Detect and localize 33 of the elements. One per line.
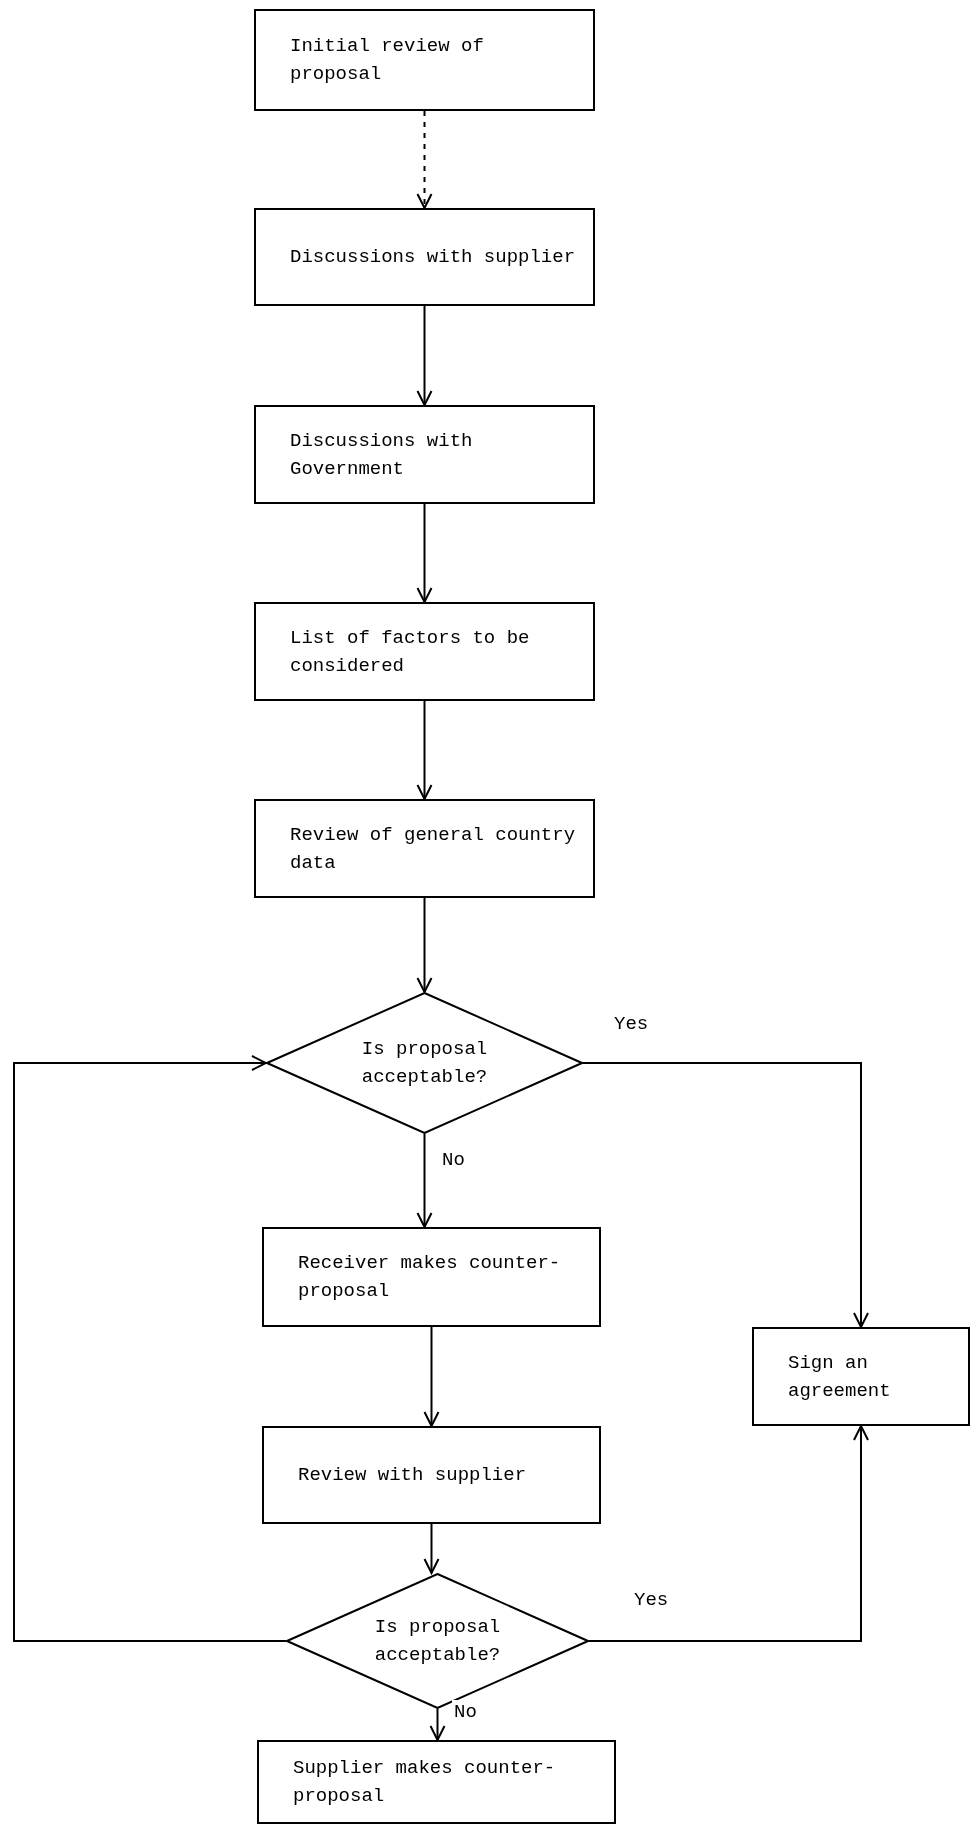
arrow bbox=[416, 700, 433, 800]
process-box bbox=[254, 9, 595, 111]
decision-text: Is proposal acceptable? bbox=[360, 1037, 489, 1090]
arrow bbox=[416, 897, 433, 993]
step-text: Supplier makes counter-proposal bbox=[293, 1756, 557, 1809]
arrow bbox=[423, 1326, 440, 1427]
process-box bbox=[254, 405, 595, 504]
step-text: Review of general country data bbox=[290, 822, 577, 876]
process-box bbox=[262, 1426, 601, 1524]
process-box bbox=[254, 799, 595, 898]
decision-diamond bbox=[266, 992, 583, 1134]
process-box bbox=[254, 602, 595, 701]
arrow bbox=[416, 1133, 433, 1228]
process-box bbox=[262, 1227, 601, 1327]
arrow bbox=[423, 1523, 440, 1574]
step-text: Discussions with supplier bbox=[290, 245, 577, 270]
process-box bbox=[254, 208, 595, 306]
step-text: Sign an agreement bbox=[788, 1350, 892, 1404]
step-text: Review with supplier bbox=[298, 1463, 528, 1488]
arrow bbox=[429, 1708, 446, 1741]
step-text: Receiver makes counter-proposal bbox=[298, 1251, 562, 1304]
arrow bbox=[13, 1055, 287, 1642]
arrow bbox=[416, 110, 433, 209]
decision-text: Is proposal acceptable? bbox=[373, 1615, 502, 1668]
arrow bbox=[416, 305, 433, 406]
step-text: Discussions with Government bbox=[290, 428, 474, 482]
process-box bbox=[257, 1740, 616, 1824]
step-text: Initial review of proposal bbox=[290, 34, 485, 87]
process-box bbox=[752, 1327, 970, 1426]
arrow bbox=[588, 1425, 869, 1642]
arrow bbox=[416, 503, 433, 603]
step-text: List of factors to be considered bbox=[290, 625, 531, 679]
arrow bbox=[582, 1062, 869, 1328]
